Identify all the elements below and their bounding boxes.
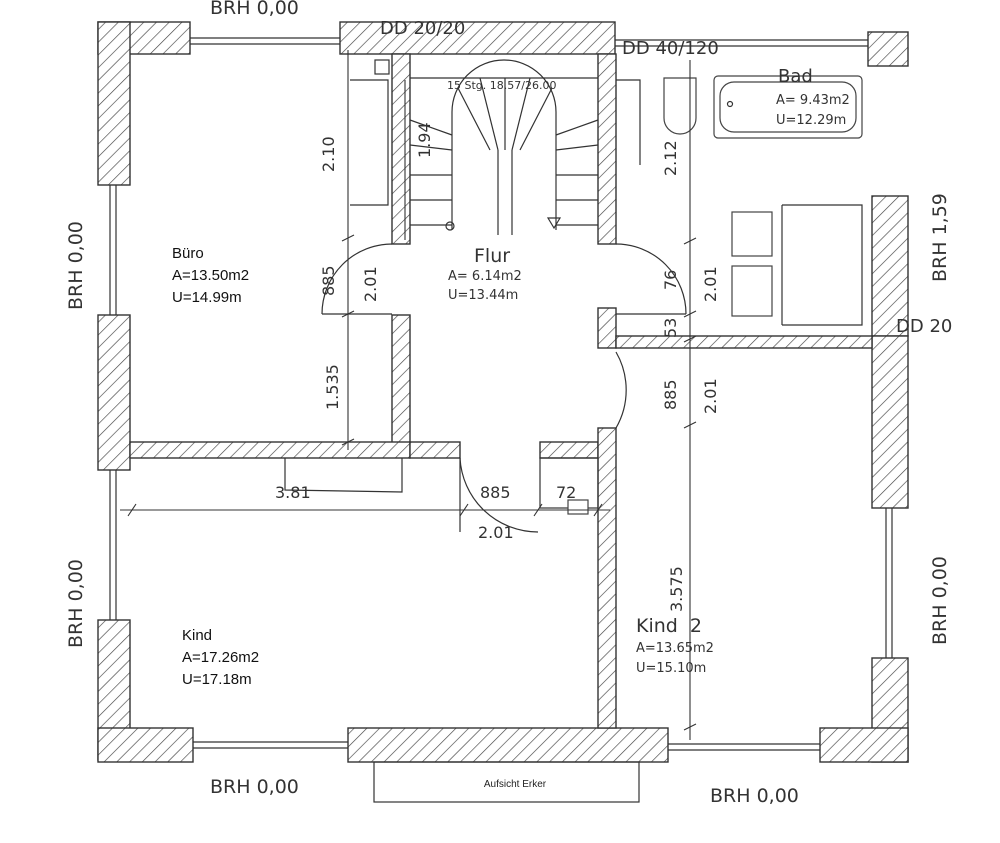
dim-210: 2.10 (319, 136, 338, 172)
room-bad-area: A= 9.43m2 (776, 93, 850, 108)
windows (109, 37, 893, 751)
room-flur-area: A= 6.14m2 (448, 269, 522, 284)
dim-201-right-upper: 2.01 (701, 266, 720, 302)
dd-bath: DD 40/120 (622, 38, 719, 59)
dim-201-bottom: 2.01 (478, 523, 514, 542)
brh-bottom-right: BRH 0,00 (710, 785, 799, 807)
stairs-label: 15 Stg. 18.57/26.00 (447, 79, 556, 92)
dim-381: 3.81 (275, 483, 311, 502)
dim-194: 1.94 (415, 122, 434, 158)
exterior-walls (97, 21, 909, 763)
room-buero-perimeter: U=14.99m (172, 289, 242, 306)
room-buero-area: A=13.50m2 (172, 267, 249, 284)
dim-885-bottom: 885 (480, 483, 511, 502)
brh-left-lower: BRH 0,00 (65, 559, 87, 648)
dim-76: 76 (661, 270, 680, 290)
bay-window-label: Aufsicht Erker (484, 779, 547, 790)
sketch-marks (284, 59, 599, 515)
dim-53: 53 (661, 318, 680, 338)
dim-201-left: 2.01 (361, 266, 380, 302)
interior-walls (129, 53, 873, 729)
dimension-lines (120, 50, 697, 740)
room-bad-perimeter: U=12.29m (776, 113, 846, 128)
room-bad-name: Bad (778, 66, 813, 87)
sink-right-icon (731, 265, 773, 317)
dim-72: 72 (556, 483, 576, 502)
dd-top: DD 20/20 (380, 18, 465, 39)
toilet-icon (663, 77, 697, 135)
room-kind-name: Kind (182, 627, 212, 644)
dim-885-right: 885 (661, 379, 680, 410)
brh-left-upper: BRH 0,00 (65, 221, 87, 310)
dim-1535: 1.535 (323, 364, 342, 410)
room-kind-area: A=17.26m2 (182, 649, 259, 666)
dim-212: 2.12 (661, 140, 680, 176)
dim-201-right-lower: 2.01 (701, 378, 720, 414)
room-flur-perimeter: U=13.44m (448, 288, 518, 303)
dim-3575: 3.575 (667, 566, 686, 612)
room-kind2-name: Kind 2 (636, 615, 702, 637)
brh-right-lower: BRH 0,00 (929, 556, 951, 645)
room-flur-name: Flur (474, 245, 510, 267)
sink-left-icon (731, 211, 773, 257)
room-buero-name: Büro (172, 245, 204, 262)
brh-bottom-left: BRH 0,00 (210, 776, 299, 798)
dd-right: DD 20 (896, 316, 952, 337)
brh-right-upper: BRH 1,59 (929, 193, 951, 282)
brh-top: BRH 0,00 (210, 0, 299, 19)
bay-window-outline (373, 761, 640, 803)
room-kind2-perimeter: U=15.10m (636, 661, 706, 676)
room-kind-perimeter: U=17.18m (182, 671, 252, 688)
staircase (409, 59, 599, 235)
bathroom-fixtures (616, 75, 863, 326)
room-kind2-area: A=13.65m2 (636, 641, 714, 656)
dim-885-left: 885 (319, 265, 338, 296)
